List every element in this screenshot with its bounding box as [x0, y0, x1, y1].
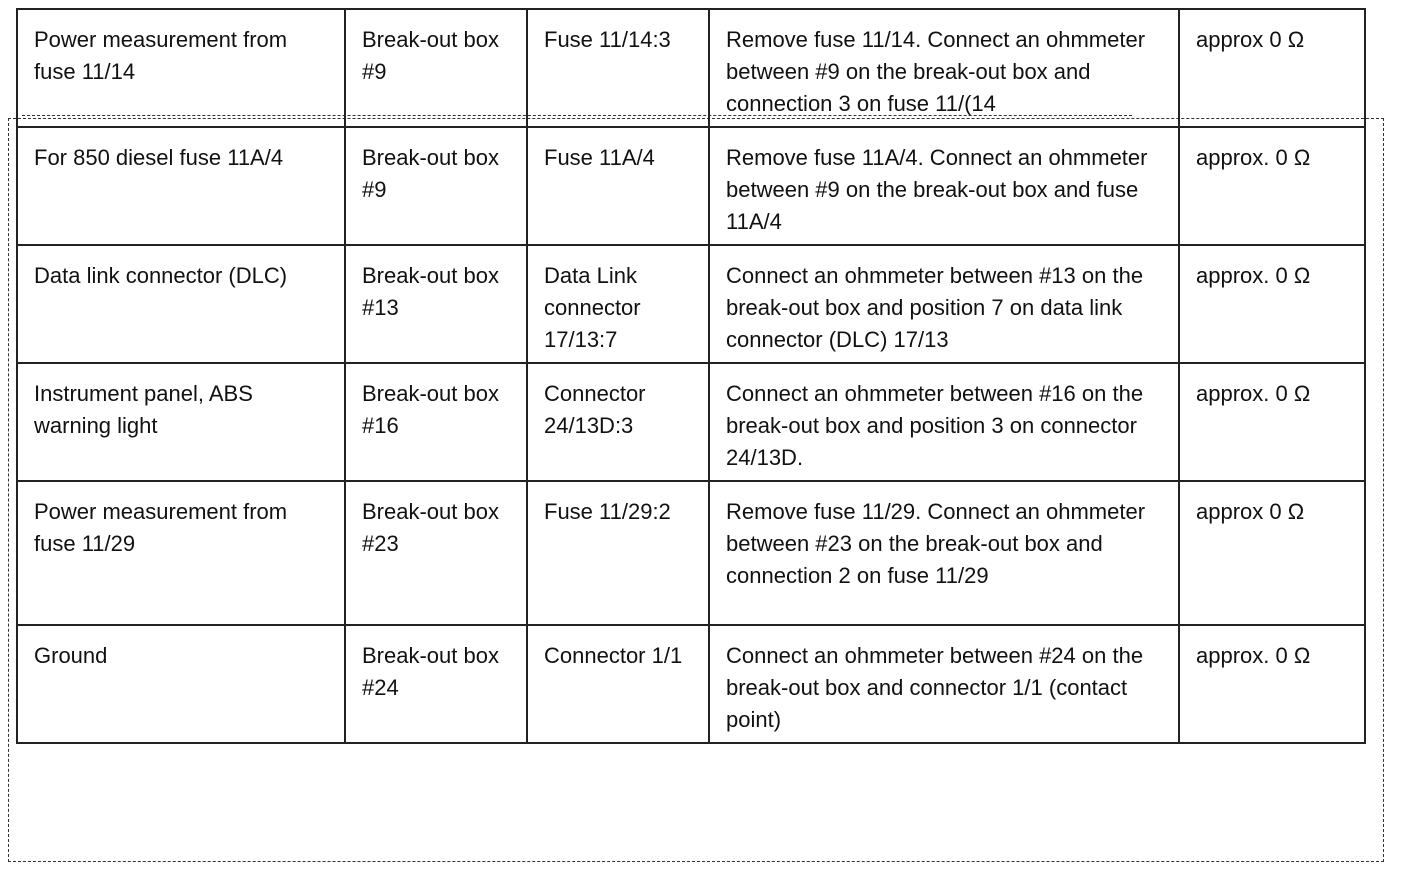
location-cell: Ground [16, 624, 346, 744]
procedure-cell: Remove fuse 11/14. Connect an ohmmeter b… [708, 8, 1180, 128]
procedure-cell: Remove fuse 11/29. Connect an ohmmeter b… [708, 480, 1180, 626]
connection-text: Fuse 11/29:2 [544, 499, 671, 524]
table-row: Instrument panel, ABS warning light Brea… [16, 362, 1366, 482]
connection-cell: Fuse 11/29:2 [526, 480, 710, 626]
connection-text: Connector 24/13D:3 [544, 381, 646, 438]
location-cell: Instrument panel, ABS warning light [16, 362, 346, 482]
procedure-text: Connect an ohmmeter between #13 on the b… [726, 263, 1144, 352]
location-cell: For 850 diesel fuse 11A/4 [16, 126, 346, 246]
location-text: Data link connector (DLC) [34, 263, 288, 288]
breakout-text: Break-out box #16 [362, 381, 499, 438]
breakout-cell: Break-out box #9 [344, 8, 528, 128]
location-text: For 850 diesel fuse 11A/4 [34, 145, 284, 170]
breakout-text: Break-out box #23 [362, 499, 499, 556]
procedure-cell: Connect an ohmmeter between #24 on the b… [708, 624, 1180, 744]
value-text: approx. 0 Ω [1196, 643, 1311, 668]
value-cell: approx 0 Ω [1178, 480, 1366, 626]
connection-cell: Data Link connector 17/13:7 [526, 244, 710, 364]
breakout-cell: Break-out box #9 [344, 126, 528, 246]
procedure-cell: Remove fuse 11A/4. Connect an ohmmeter b… [708, 126, 1180, 246]
procedure-cell: Connect an ohmmeter between #13 on the b… [708, 244, 1180, 364]
location-cell: Power measurement from fuse 11/14 [16, 8, 346, 128]
location-cell: Data link connector (DLC) [16, 244, 346, 364]
value-cell: approx. 0 Ω [1178, 126, 1366, 246]
table-row: Power measurement from fuse 11/29 Break-… [16, 480, 1366, 626]
connection-text: Fuse 11A/4 [544, 145, 655, 170]
breakout-cell: Break-out box #13 [344, 244, 528, 364]
location-text: Instrument panel, ABS warning light [34, 381, 253, 438]
breakout-text: Break-out box #24 [362, 643, 499, 700]
connection-text: Data Link connector 17/13:7 [544, 263, 641, 352]
procedure-text: Connect an ohmmeter between #16 on the b… [726, 381, 1144, 470]
table-row: Power measurement from fuse 11/14 Break-… [16, 8, 1366, 128]
breakout-text: Break-out box #13 [362, 263, 499, 320]
location-text: Power measurement from fuse 11/14 [34, 27, 288, 84]
procedure-text: Remove fuse 11/14. Connect an ohmmeter b… [726, 27, 1146, 116]
breakout-cell: Break-out box #23 [344, 480, 528, 626]
procedure-text: Remove fuse 11/29. Connect an ohmmeter b… [726, 499, 1146, 588]
value-cell: approx. 0 Ω [1178, 362, 1366, 482]
connection-cell: Connector 24/13D:3 [526, 362, 710, 482]
connection-cell: Fuse 11/14:3 [526, 8, 710, 128]
location-text: Power measurement from fuse 11/29 [34, 499, 288, 556]
value-text: approx 0 Ω [1196, 499, 1305, 524]
value-text: approx 0 Ω [1196, 27, 1305, 52]
procedure-text: Connect an ohmmeter between #24 on the b… [726, 643, 1144, 732]
breakout-cell: Break-out box #16 [344, 362, 528, 482]
value-cell: approx. 0 Ω [1178, 624, 1366, 744]
connection-text: Fuse 11/14:3 [544, 27, 671, 52]
breakout-text: Break-out box #9 [362, 27, 499, 84]
measurement-table: Power measurement from fuse 11/14 Break-… [16, 8, 1366, 744]
breakout-text: Break-out box #9 [362, 145, 499, 202]
value-cell: approx. 0 Ω [1178, 244, 1366, 364]
location-text: Ground [34, 643, 108, 668]
table-row: Ground Break-out box #24 Connector 1/1 C… [16, 624, 1366, 744]
value-text: approx. 0 Ω [1196, 145, 1311, 170]
connection-text: Connector 1/1 [544, 643, 683, 668]
value-text: approx. 0 Ω [1196, 381, 1311, 406]
procedure-text: Remove fuse 11A/4. Connect an ohmmeter b… [726, 145, 1148, 234]
table-row: Data link connector (DLC) Break-out box … [16, 244, 1366, 364]
value-text: approx. 0 Ω [1196, 263, 1311, 288]
breakout-cell: Break-out box #24 [344, 624, 528, 744]
value-cell: approx 0 Ω [1178, 8, 1366, 128]
procedure-cell: Connect an ohmmeter between #16 on the b… [708, 362, 1180, 482]
table-row: For 850 diesel fuse 11A/4 Break-out box … [16, 126, 1366, 246]
connection-cell: Fuse 11A/4 [526, 126, 710, 246]
location-cell: Power measurement from fuse 11/29 [16, 480, 346, 626]
connection-cell: Connector 1/1 [526, 624, 710, 744]
